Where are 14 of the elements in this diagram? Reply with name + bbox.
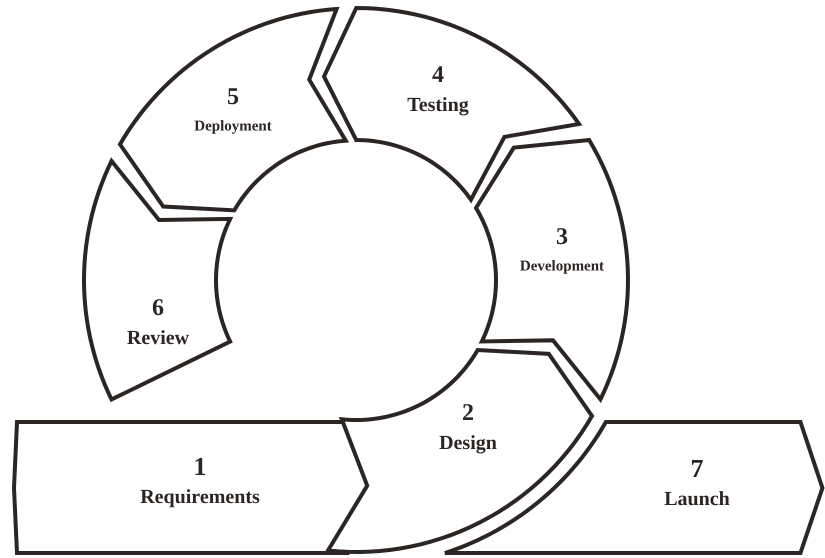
step-number: 7 xyxy=(690,456,704,482)
step-label: Design xyxy=(439,433,497,453)
step-number: 6 xyxy=(152,296,164,320)
step-label: Testing xyxy=(407,95,469,115)
step-number: 3 xyxy=(556,224,568,249)
step-label: Development xyxy=(520,259,604,274)
step-label: Launch xyxy=(664,489,730,509)
step-label: Requirements xyxy=(140,487,260,507)
step-number: 2 xyxy=(462,401,474,425)
step-number: 1 xyxy=(194,454,206,480)
step-label: Review xyxy=(126,328,190,348)
step-label: Deployment xyxy=(194,119,272,134)
step-number: 5 xyxy=(226,84,239,109)
step-number: 4 xyxy=(432,63,444,87)
